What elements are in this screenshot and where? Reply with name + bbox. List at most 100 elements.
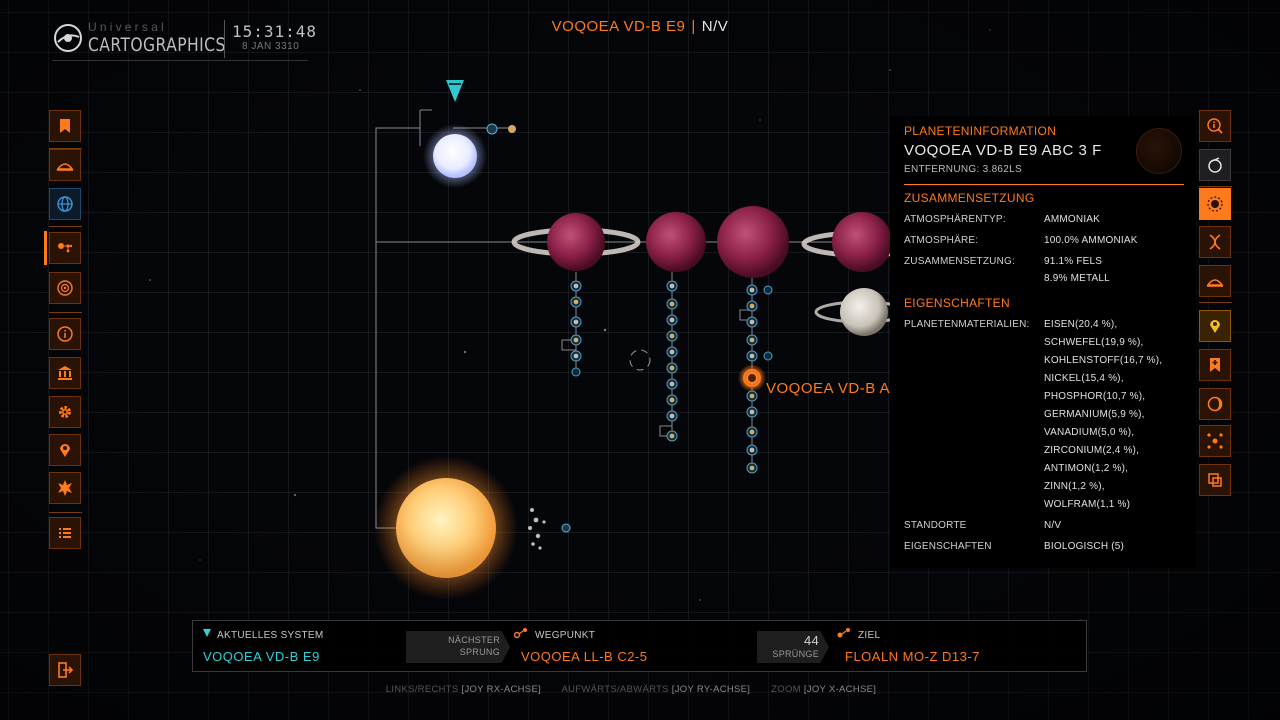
moon-body [749, 409, 755, 415]
material-item: ANTIMON(1,2 %), [1044, 463, 1129, 474]
planet-ringed-pale[interactable] [840, 288, 888, 336]
system-map-icon [58, 243, 73, 253]
location-pin-icon [1210, 320, 1220, 333]
list-button[interactable] [49, 517, 81, 549]
add-bookmark-button[interactable] [1199, 349, 1231, 381]
settings-button[interactable] [49, 396, 81, 428]
waypoint-icon [514, 628, 527, 639]
destination-value[interactable]: FLOALN MO-Z D13-7 [845, 649, 980, 664]
galaxy-map-button[interactable] [49, 272, 81, 304]
cartographics-logo-icon [54, 24, 82, 52]
material-item: WOLFRAM(1,1 %) [1044, 499, 1131, 510]
material-item: EISEN(20,4 %), [1044, 319, 1118, 330]
star-main-sun[interactable] [396, 478, 496, 578]
bookmark-icon [60, 119, 70, 133]
material-item: ZIRCONIUM(2,4 %), [1044, 445, 1140, 456]
current-system-value[interactable]: VOQOEA VD-B E9 [203, 649, 320, 664]
filter-landscape-icon [56, 163, 74, 171]
features-label: EIGENSCHAFTEN [904, 541, 992, 552]
control-hints: LINKS/RECHTS [JOY RX-ACHSE] AUFWÄRTS/ABW… [0, 684, 1280, 695]
logo-subtitle: Universal [88, 20, 167, 34]
system-title-bar: VOQOEA VD-B E9|N/V [0, 18, 1280, 35]
star-burst-icon [58, 480, 72, 496]
next-jump-line1: NÄCHSTER [448, 635, 500, 645]
moon-body [749, 393, 755, 399]
menu-divider [49, 512, 82, 513]
menu-divider [1199, 302, 1232, 303]
material-item: VANADIUM(5,0 %), [1044, 427, 1135, 438]
waypoint-label: WEGPUNKT [535, 630, 596, 641]
star-burst-button[interactable] [49, 472, 81, 504]
bookmark-add-icon [1210, 358, 1220, 372]
features-value[interactable]: BIOLOGISCH (5) [1044, 541, 1125, 552]
map-cursor [629, 349, 651, 371]
game-date: 8 JAN 3310 [242, 41, 300, 52]
moon-body [669, 283, 675, 289]
moon-phase-button[interactable] [1199, 388, 1231, 420]
moon-body [669, 349, 675, 355]
materials-label: PLANETENMATERIALIEN: [904, 319, 1030, 330]
scan-info-button[interactable] [1199, 110, 1231, 142]
moon-body [573, 299, 579, 305]
menu-divider [1199, 186, 1232, 187]
bookmark-button[interactable] [49, 110, 81, 142]
satellite-marker [571, 367, 581, 377]
route-bar: AKTUELLES SYSTEM VOQOEA VD-B E9 NÄCHSTER… [192, 620, 1087, 672]
moon-body [669, 413, 675, 419]
info-icon [57, 326, 73, 342]
moon-body [749, 319, 755, 325]
moon-phase-icon [1207, 396, 1223, 412]
bank-button[interactable] [49, 357, 81, 389]
composition-title: ZUSAMMENSETZUNG [904, 191, 1035, 205]
distance-label: ENTFERNUNG: [904, 164, 980, 175]
composition-key: ATMOSPHÄRENTYP: [904, 214, 1006, 225]
moon-body [669, 301, 675, 307]
jumps-label: SPRÜNGE [772, 649, 819, 659]
planet-info-panel: PLANETENINFORMATION VOQOEA VD-B E9 ABC 3… [890, 116, 1196, 568]
planet-landable-icon [1208, 157, 1222, 173]
network-button[interactable] [1199, 425, 1231, 457]
globe-filter-button[interactable] [49, 188, 81, 220]
material-item: NICKEL(15,4 %), [1044, 373, 1124, 384]
moon-body [749, 337, 755, 343]
landable-planet-button[interactable] [1199, 149, 1231, 181]
material-item: SCHWEFEL(19,9 %), [1044, 337, 1144, 348]
star-target-icon [1207, 196, 1223, 212]
distance-value: 3.862LS [982, 164, 1022, 175]
biology-button[interactable] [1199, 226, 1231, 258]
composition-value: 100.0% AMMONIAK [1044, 235, 1138, 246]
moon-body [669, 397, 675, 403]
exit-button[interactable] [49, 654, 81, 686]
composition-value: AMMONIAK [1044, 214, 1101, 225]
jumps-chevron: 44 SPRÜNGE [757, 631, 829, 663]
location-button[interactable] [49, 434, 81, 466]
poi-button[interactable] [1199, 310, 1231, 342]
waypoint-value[interactable]: VOQOEA LL-B C2-5 [521, 649, 648, 664]
system-map-button[interactable] [49, 232, 81, 264]
logo-divider [224, 20, 225, 58]
hint-action: ZOOM [771, 684, 801, 695]
planet-gas-giant-c[interactable] [717, 206, 789, 278]
star-white-dwarf[interactable] [433, 134, 477, 178]
moon-body [749, 287, 755, 293]
current-system-label: AKTUELLES SYSTEM [217, 630, 324, 641]
menu-divider [49, 312, 82, 313]
landscape-filter-button[interactable] [49, 149, 81, 181]
moon-body [749, 429, 755, 435]
planet-gas-giant-d[interactable] [832, 212, 892, 272]
hint-action: AUFWÄRTS/ABWÄRTS [561, 684, 669, 695]
layers-button[interactable] [1199, 464, 1231, 496]
moon-body [573, 353, 579, 359]
destination-icon [837, 628, 850, 638]
planet-gas-giant-b[interactable] [646, 212, 706, 272]
location-pin-icon [60, 444, 70, 457]
terrain-button[interactable] [1199, 265, 1231, 297]
planet-gas-giant-a[interactable] [547, 213, 605, 271]
star-target-button[interactable] [1199, 188, 1231, 220]
asteroid-belt[interactable] [528, 508, 546, 550]
destination-label: ZIEL [858, 630, 881, 641]
moon-body [669, 381, 675, 387]
info-button[interactable] [49, 318, 81, 350]
landscape-icon [1206, 279, 1224, 287]
